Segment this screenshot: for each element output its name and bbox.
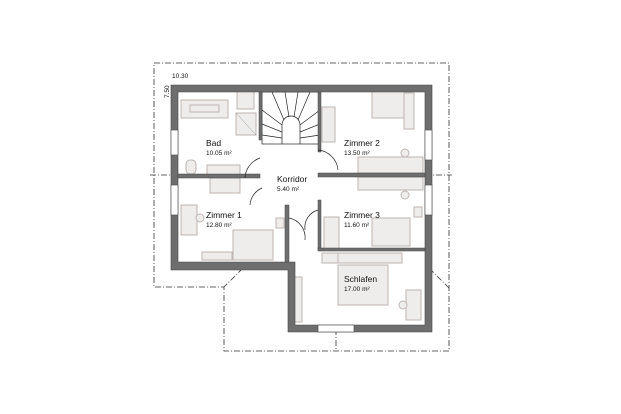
room-name: Korridor [277,174,307,184]
doors [244,149,339,241]
room-zimmer-3: Zimmer 3 11.60 m² [344,210,380,229]
room-name: Zimmer 2 [344,138,380,148]
room-name: Schlafen [344,274,377,284]
furniture [180,89,424,323]
dimension-width: 10.30 [172,73,189,80]
room-area: 17.00 m² [344,286,370,293]
room-bad: Bad 10.05 m² [206,138,232,157]
desk-zimmer-1 [180,204,198,236]
room-area: 5.40 m² [277,186,300,193]
bed-schlafen [337,264,389,306]
room-schlafen: Schlafen 17.00 m² [344,274,377,293]
room-area: 10.05 m² [206,150,232,157]
bed-zimmer-3 [371,217,411,247]
room-area: 12.80 m² [206,222,232,229]
walls [170,84,433,333]
room-name: Bad [206,138,221,148]
room-area: 13.50 m² [344,150,370,157]
room-name: Zimmer 3 [344,210,380,220]
roof-outline [153,62,450,352]
room-area: 11.60 m² [344,222,370,229]
room-zimmer-1: Zimmer 1 12.80 m² [206,210,242,229]
desk-schlafen [405,289,422,321]
dimension-depth: 7.50 [164,85,171,98]
windows [170,129,433,333]
toilet [185,159,197,175]
room-korridor: Korridor 5.40 m² [277,174,307,193]
room-zimmer-2: Zimmer 2 13.50 m² [344,138,380,157]
bed-zimmer-1 [232,229,274,261]
desk-zimmer-2 [357,156,424,174]
room-name: Zimmer 1 [206,210,242,220]
